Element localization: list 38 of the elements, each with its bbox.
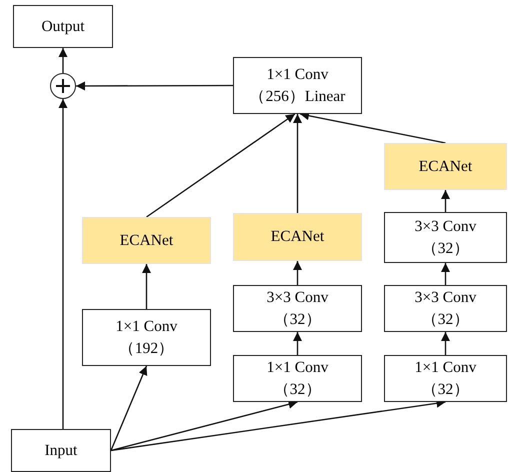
process-box <box>13 5 113 48</box>
process-box <box>82 309 211 366</box>
arrow <box>293 261 302 285</box>
arrow <box>146 113 296 218</box>
arrow <box>76 81 233 90</box>
process-box <box>233 285 362 332</box>
box-label: 3×3 Conv （32） <box>414 216 478 258</box>
arrow <box>293 114 302 213</box>
attention-box <box>233 213 362 261</box>
process-box <box>233 355 362 402</box>
box-label: 1×1 Conv （192） <box>114 316 178 358</box>
arrow <box>110 400 298 452</box>
arrow <box>293 332 302 355</box>
box-label: ECANet <box>118 230 174 251</box>
process-box <box>384 212 507 263</box>
arrow <box>58 48 68 73</box>
box-label: 1×1 Conv （32） <box>266 358 330 400</box>
process-box <box>384 355 507 402</box>
process-box <box>384 285 507 332</box>
box-label: Input <box>44 440 78 461</box>
arrow <box>441 190 450 212</box>
sum-circle <box>50 73 76 99</box>
arrow <box>441 332 450 355</box>
process-box <box>233 57 362 114</box>
box-label: 1×1 Conv （256）Linear <box>248 64 346 106</box>
box-label: 3×3 Conv （32） <box>414 288 478 330</box>
box-label: ECANet <box>418 156 474 177</box>
attention-box <box>82 217 211 264</box>
arrow <box>142 264 151 309</box>
attention-box <box>384 143 507 190</box>
arrow <box>110 366 148 451</box>
box-label: 3×3 Conv （32） <box>266 288 330 330</box>
arrow <box>58 99 68 429</box>
box-label: Output <box>40 16 86 37</box>
process-box <box>11 429 111 472</box>
arrow <box>441 263 450 285</box>
box-label: 1×1 Conv （32） <box>414 358 478 400</box>
box-label: ECANet <box>270 227 326 248</box>
